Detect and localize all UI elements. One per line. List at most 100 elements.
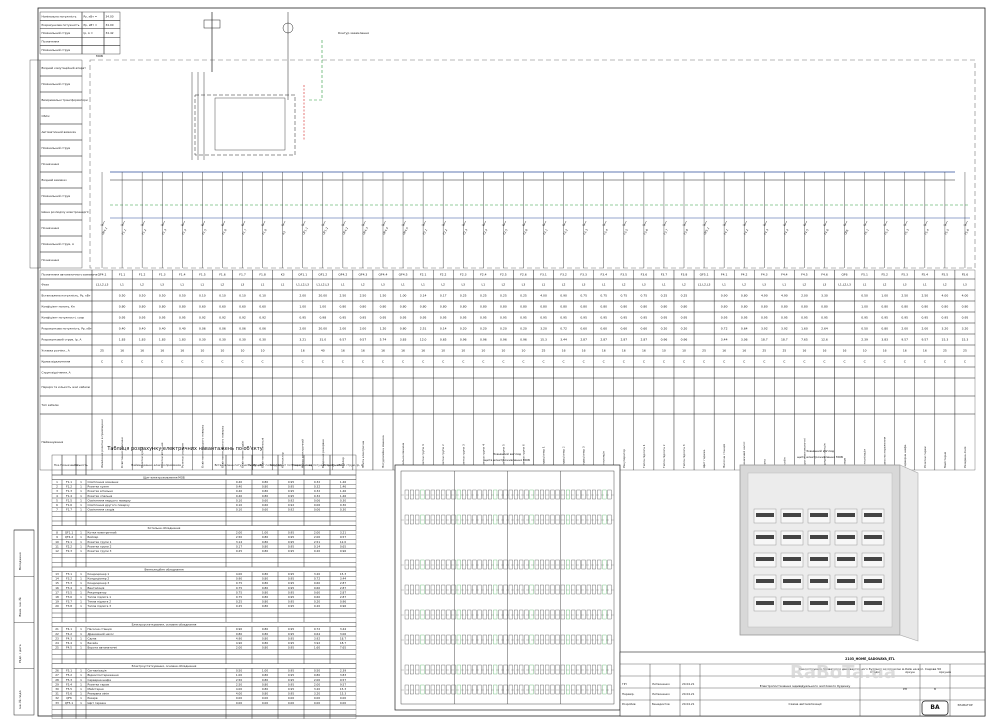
load-table-cell bbox=[61, 714, 77, 719]
breaker-symbol bbox=[963, 220, 968, 227]
load-table-header: Розрахунковий струм, Ір, А bbox=[323, 463, 363, 467]
circuit-value: 0.96 bbox=[500, 338, 507, 342]
din-module bbox=[493, 634, 498, 645]
circuit-value: 16 bbox=[421, 349, 425, 353]
circuit-cell bbox=[874, 395, 895, 415]
din-module bbox=[514, 514, 518, 525]
load-table-cell bbox=[61, 658, 77, 664]
title-block: 2103_HOME_SADOVAYA_ETL Реконструкція при… bbox=[619, 651, 986, 717]
circuit-row-label: Коефіцієнт попиту, Кп bbox=[42, 305, 75, 309]
circuit-value: L1,L2,L3 bbox=[698, 283, 711, 287]
din-module bbox=[415, 559, 420, 570]
load-table-value: Кондиціонер 3 bbox=[88, 581, 110, 585]
circuit-value: 16 bbox=[160, 349, 164, 353]
load-table-value: 0.50 bbox=[314, 669, 320, 673]
din-module bbox=[436, 584, 440, 595]
top-table-extra: 34.00 bbox=[106, 14, 114, 18]
circuit-value: 0.60 bbox=[600, 327, 607, 331]
circuit-cell bbox=[272, 300, 293, 313]
din-module bbox=[607, 489, 612, 500]
circuit-cell bbox=[713, 395, 735, 415]
din-module bbox=[503, 634, 508, 645]
load-table-cell bbox=[251, 654, 279, 660]
din-module bbox=[420, 584, 425, 595]
circuit-cell bbox=[91, 322, 113, 335]
load-table-cell bbox=[75, 714, 87, 719]
load-table-value: 2.39 bbox=[340, 669, 346, 673]
breaker-tag: QF4.4 bbox=[382, 226, 390, 235]
circuit-value: 0.20 bbox=[661, 327, 668, 331]
circuit-description: Посудомийна машина bbox=[381, 435, 385, 468]
circuit-value: C bbox=[462, 360, 464, 364]
circuit-value: L1,L2,L3 bbox=[838, 283, 851, 287]
circuit-cell bbox=[593, 395, 614, 415]
din-module bbox=[425, 559, 430, 570]
circuit-row-label: Уставка розчіпл., А bbox=[42, 349, 70, 353]
circuit-value: 2.00 bbox=[901, 327, 908, 331]
din-module bbox=[581, 684, 586, 695]
load-table-cell bbox=[51, 553, 63, 558]
circuit-value: 0.80 bbox=[400, 305, 407, 309]
din-module bbox=[451, 634, 456, 645]
breaker-tag: F5.4 bbox=[923, 228, 930, 235]
load-table-value: 1 bbox=[80, 627, 82, 631]
circuit-value: 10 bbox=[522, 349, 526, 353]
circuit-value: 16 bbox=[923, 349, 927, 353]
circuit-cell bbox=[794, 366, 815, 379]
load-table-value: 0.80 bbox=[262, 600, 268, 604]
load-table-value: 1 bbox=[80, 540, 82, 544]
circuit-value: 2.50 bbox=[340, 294, 347, 298]
circuit-cell bbox=[332, 377, 354, 397]
circuit-value: F4.5 bbox=[801, 273, 808, 277]
load-table-value: QF6 bbox=[66, 696, 72, 700]
circuit-cell bbox=[874, 377, 895, 397]
din-module bbox=[514, 664, 518, 675]
circuit-value: 0.50 bbox=[861, 294, 868, 298]
load-table-value: 5 bbox=[56, 498, 58, 502]
load-table-value: 14 bbox=[55, 577, 59, 581]
din-module bbox=[503, 684, 508, 695]
load-table-cell bbox=[51, 617, 63, 623]
circuit-value: 0.95 bbox=[781, 316, 788, 320]
din-module bbox=[560, 489, 565, 500]
circuit-value: 0.95 bbox=[801, 316, 808, 320]
load-table-value: 3.44 bbox=[340, 577, 346, 581]
load-table-value: Щит гаража bbox=[88, 701, 107, 705]
circuit-value: L1,L2,L3 bbox=[316, 283, 329, 287]
circuit-value: 0.95 bbox=[360, 316, 367, 320]
circuit-value: C bbox=[683, 360, 685, 364]
circuit-cell bbox=[91, 395, 113, 415]
circuit-cell bbox=[232, 377, 253, 397]
circuit-value: 2.00 bbox=[801, 294, 808, 298]
circuit-value: L3 bbox=[461, 283, 465, 287]
din-module bbox=[430, 514, 435, 525]
breaker-tag: F4.4 bbox=[783, 228, 790, 235]
breaker-symbol bbox=[441, 220, 446, 227]
load-table-value: Освітлення другого поверху bbox=[88, 503, 130, 507]
din-module bbox=[571, 609, 576, 620]
side-stamp-label: Підп. і дата bbox=[18, 644, 22, 662]
load-table-cell bbox=[329, 511, 357, 517]
load-table-value: F4.4 bbox=[66, 641, 72, 645]
circuit-value: 0.75 bbox=[620, 294, 627, 298]
circuit-value: 0.80 bbox=[119, 305, 126, 309]
load-table-value: F3.4 bbox=[66, 586, 72, 590]
circuit-cell bbox=[693, 322, 715, 335]
circuit-value: 16 bbox=[622, 349, 626, 353]
circuit-value: 0.95 bbox=[881, 316, 888, 320]
circuit-value: 20.00 bbox=[318, 294, 327, 298]
load-table-cell bbox=[303, 562, 331, 568]
din-module bbox=[545, 559, 550, 570]
watermark: RaBoTa.ua bbox=[790, 662, 896, 683]
din-module bbox=[488, 584, 492, 595]
din-module bbox=[451, 609, 456, 620]
din-module bbox=[477, 609, 482, 620]
load-table-value: 0.80 bbox=[262, 485, 268, 489]
load-table-value: 7 bbox=[56, 508, 58, 512]
load-table-value: 0.40 bbox=[236, 489, 242, 493]
din-module bbox=[576, 609, 581, 620]
circuit-value: C bbox=[783, 360, 785, 364]
load-table-value: 0.00 bbox=[340, 696, 346, 700]
circuit-value: 0.20 bbox=[460, 327, 467, 331]
